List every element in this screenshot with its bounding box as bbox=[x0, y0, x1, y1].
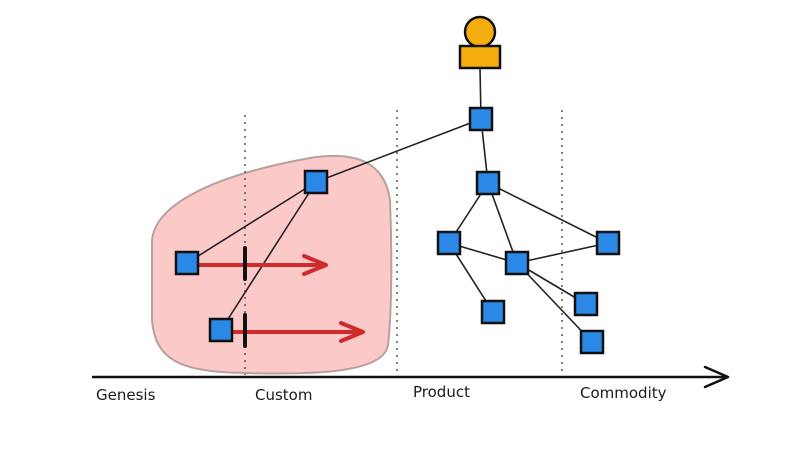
dependency-edge bbox=[487, 182, 609, 244]
component-node-product-center[interactable] bbox=[504, 250, 530, 276]
dependency-edge bbox=[516, 262, 593, 343]
user-actor[interactable] bbox=[458, 15, 502, 70]
component-node-commodity-right[interactable] bbox=[595, 230, 621, 256]
component-node-genesis-component-a[interactable] bbox=[174, 250, 200, 276]
user-head-icon bbox=[463, 15, 497, 49]
component-node-product-hub[interactable] bbox=[475, 170, 501, 196]
component-node-product-leaf[interactable] bbox=[480, 299, 506, 325]
user-body-icon bbox=[458, 44, 502, 70]
evolution-movement-arrow[interactable] bbox=[199, 246, 328, 281]
dependency-edge bbox=[487, 182, 518, 264]
component-node-product-left[interactable] bbox=[436, 230, 462, 256]
component-node-commodity-leaf-a[interactable] bbox=[573, 291, 599, 317]
stage-label-product: Product bbox=[413, 383, 470, 401]
stage-label-commodity: Commodity bbox=[580, 384, 667, 402]
component-node-commodity-leaf-b[interactable] bbox=[579, 329, 605, 355]
dependency-edge bbox=[315, 118, 482, 183]
component-node-custom-capability[interactable] bbox=[303, 169, 329, 195]
dependency-edge bbox=[516, 242, 609, 264]
dependency-edge bbox=[186, 181, 317, 264]
stage-label-genesis: Genesis bbox=[96, 386, 156, 404]
component-node-genesis-component-b[interactable] bbox=[208, 317, 234, 343]
component-node-need[interactable] bbox=[468, 106, 494, 132]
axis-arrowhead bbox=[703, 365, 730, 389]
dependency-edge bbox=[220, 181, 317, 331]
stage-label-custom: Custom bbox=[255, 386, 312, 404]
evolution-movement-arrow[interactable] bbox=[233, 313, 365, 348]
